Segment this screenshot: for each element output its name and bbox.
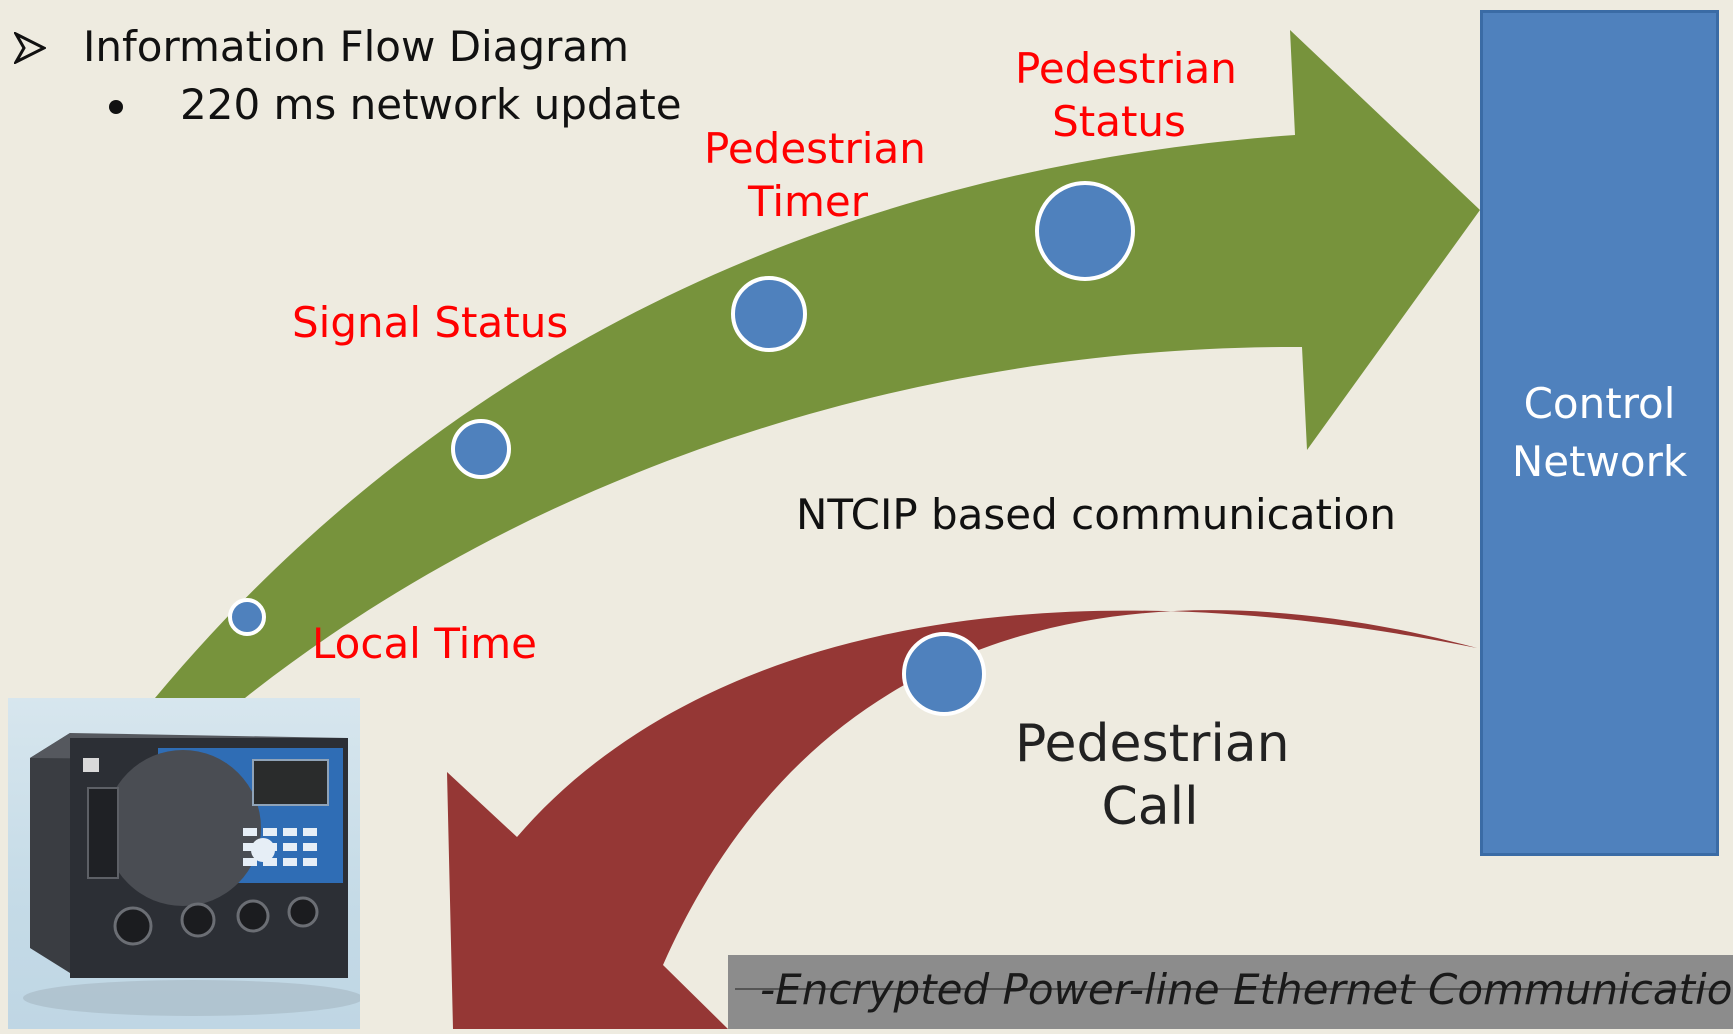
footer-rule	[735, 988, 1725, 990]
arrow-bullet-icon	[14, 32, 46, 64]
label-pedestrian-status: Pedestrian Status	[1015, 44, 1237, 146]
dot-bullet-icon	[109, 100, 123, 114]
packet-local-time	[228, 598, 266, 636]
traffic-controller-image	[8, 698, 363, 1029]
label-protocol: NTCIP based communication	[796, 490, 1396, 539]
control-network-box: Control Network	[1480, 10, 1719, 856]
packet-signal-status	[451, 419, 511, 479]
outbound-arrow	[155, 30, 1480, 698]
label-local-time: Local Time	[312, 619, 537, 668]
footer-caption: -Encrypted Power-line Ethernet Communica…	[760, 965, 1733, 1014]
packet-pedestrian-timer	[731, 276, 807, 352]
inbound-arrow	[447, 610, 1477, 1029]
packet-pedestrian-call	[902, 632, 986, 716]
label-signal-status: Signal Status	[292, 298, 569, 347]
footer-bar	[728, 955, 1733, 1029]
header-title: Information Flow Diagram	[83, 22, 630, 71]
packet-pedestrian-status	[1035, 181, 1135, 281]
header-subtitle: 220 ms network update	[180, 80, 682, 129]
label-pedestrian-call: Pedestrian Call	[1015, 714, 1290, 837]
label-pedestrian-timer: Pedestrian Timer	[704, 124, 926, 226]
control-network-label: Control Network	[1511, 379, 1688, 486]
